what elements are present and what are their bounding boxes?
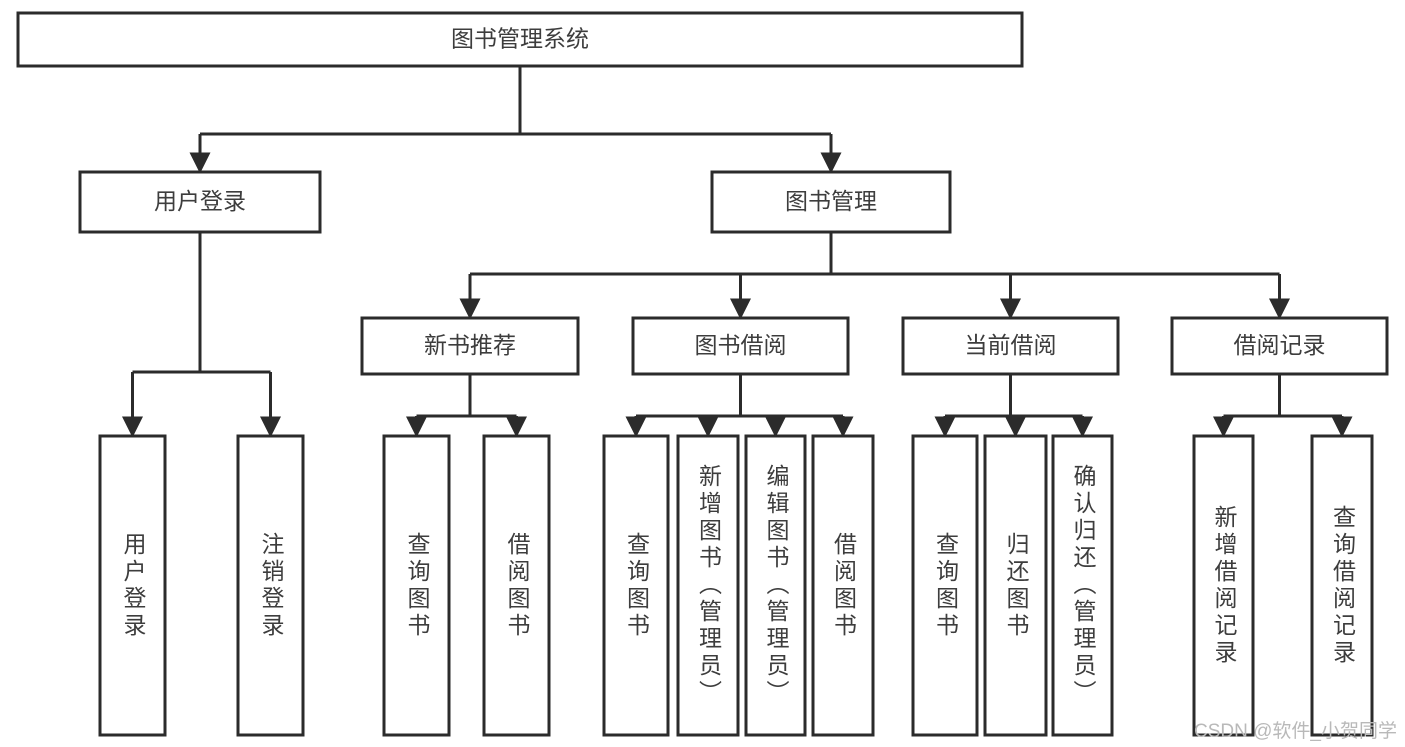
node-leaf-borrow-book-rec[interactable] — [482, 434, 551, 737]
node-label-current-borrow: 当前借阅 — [965, 332, 1057, 358]
node-label-book-management: 图书管理 — [785, 188, 877, 214]
node-label-book-borrow: 图书借阅 — [695, 332, 787, 358]
node-label-new-book-recommend: 新书推荐 — [424, 332, 516, 358]
node-leaf-add-book[interactable] — [676, 434, 740, 737]
node-new-book-recommend[interactable] — [360, 316, 580, 376]
node-leaf-borrow-book[interactable] — [811, 434, 875, 737]
watermark-text: CSDN @软件_小贺同学 — [1194, 721, 1397, 742]
node-leaf-query-borrow-record[interactable] — [1310, 434, 1374, 737]
node-leaf-query-book-rec[interactable] — [382, 434, 451, 737]
node-book-borrow[interactable] — [631, 316, 850, 376]
node-user-login[interactable] — [78, 170, 322, 234]
node-root[interactable] — [16, 11, 1024, 68]
node-label-user-login: 用户登录 — [154, 188, 246, 214]
node-leaf-user-logout[interactable] — [236, 434, 305, 737]
node-leaf-confirm-return[interactable] — [1051, 434, 1114, 737]
node-book-management[interactable] — [710, 170, 952, 234]
node-leaf-query-book-borrow[interactable] — [602, 434, 670, 737]
node-borrow-record[interactable] — [1170, 316, 1389, 376]
node-leaf-return-book[interactable] — [983, 434, 1048, 737]
node-leaf-user-login[interactable] — [98, 434, 167, 737]
node-label-borrow-record: 借阅记录 — [1234, 332, 1326, 358]
node-leaf-add-borrow-record[interactable] — [1192, 434, 1255, 737]
connector-lines — [122, 66, 1353, 438]
node-label-root: 图书管理系统 — [451, 26, 589, 52]
node-leaf-query-book-current[interactable] — [911, 434, 979, 737]
node-leaf-edit-book[interactable] — [744, 434, 807, 737]
node-current-borrow[interactable] — [901, 316, 1120, 376]
